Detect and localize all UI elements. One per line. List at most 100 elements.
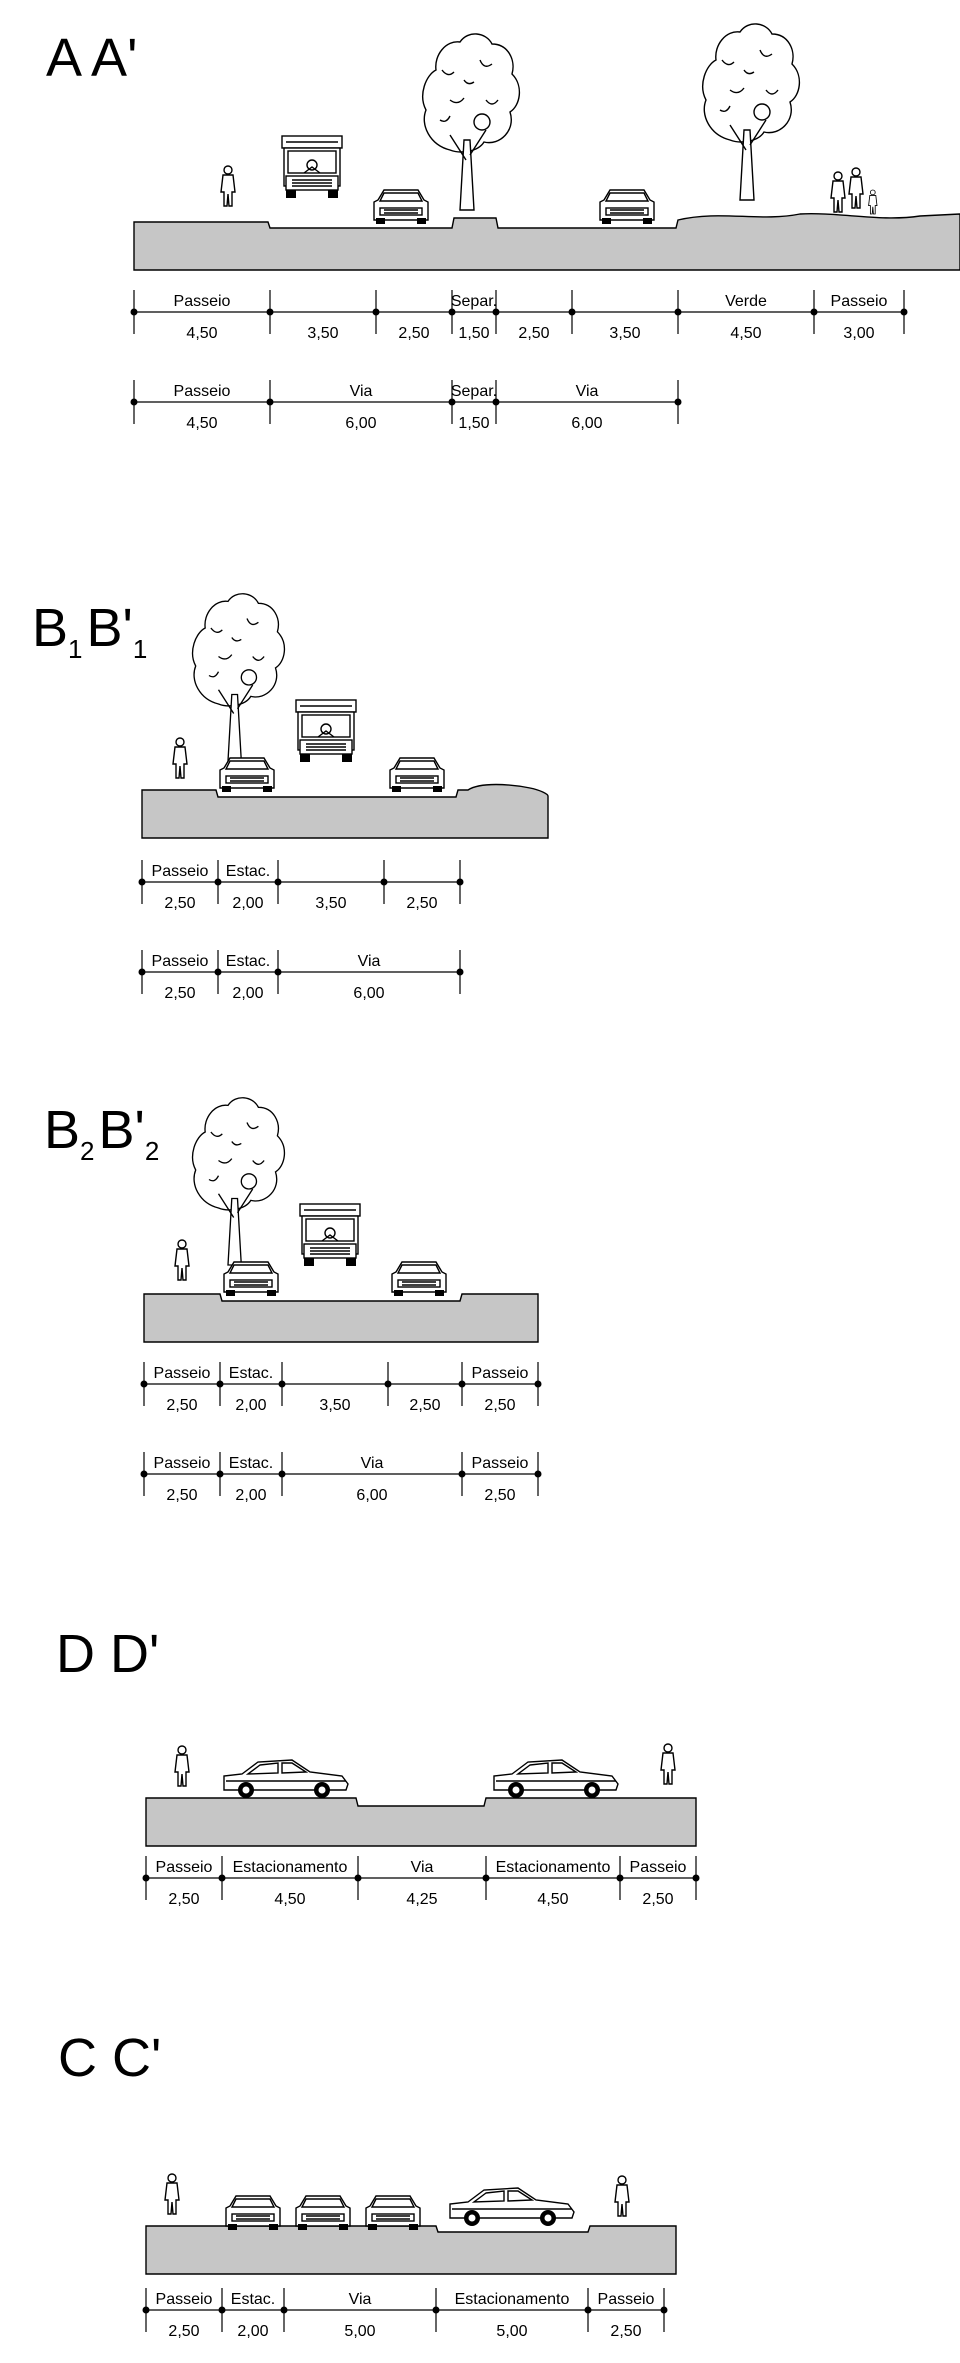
dimension-dot <box>218 2306 226 2314</box>
dimension-dot <box>138 968 146 976</box>
segment-width-value: 5,00 <box>496 2323 527 2340</box>
segment-width-value: 3,50 <box>315 895 346 912</box>
dimension-dot <box>384 1380 392 1388</box>
truck-icon <box>281 135 343 199</box>
segment-width-value: 2,50 <box>398 325 429 342</box>
dimension-dot <box>130 308 138 316</box>
segment-width-value: 2,50 <box>168 1891 199 1908</box>
tree-icon <box>702 23 801 201</box>
car-icon <box>389 757 445 793</box>
dimension-dot <box>274 968 282 976</box>
segment-width-value: 2,00 <box>232 895 263 912</box>
dimension-dot <box>278 1470 286 1478</box>
segment-label: Passeio <box>598 2291 655 2308</box>
segment-label: Passeio <box>174 293 231 310</box>
dimension-dot <box>482 1874 490 1882</box>
dimension-dot <box>214 878 222 886</box>
segment-label: Passeio <box>630 1859 687 1876</box>
car-side-icon <box>449 2187 575 2227</box>
dimension-dot <box>534 1380 542 1388</box>
segment-width-value: 2,50 <box>518 325 549 342</box>
segment-width-value: 2,50 <box>642 1891 673 1908</box>
tree-icon <box>191 1097 286 1266</box>
section-title: A A' <box>46 28 137 88</box>
segment-width-value: 2,50 <box>164 895 195 912</box>
car-icon <box>365 2195 421 2231</box>
segment-label: Estac. <box>231 2291 275 2308</box>
dimension-dot <box>140 1380 148 1388</box>
segment-label: Via <box>411 1859 434 1876</box>
car-icon <box>295 2195 351 2231</box>
dimension-dot <box>432 2306 440 2314</box>
dimension-dot <box>568 308 576 316</box>
road-profile <box>145 1797 697 1847</box>
road-profile <box>143 1293 539 1343</box>
segment-label: Via <box>361 1455 384 1472</box>
segment-label: Separ. <box>451 383 497 400</box>
dimension-dot <box>456 878 464 886</box>
segment-width-value: 6,00 <box>353 985 384 1002</box>
segment-width-value: 1,50 <box>458 325 489 342</box>
dimension-dot <box>492 398 500 406</box>
dimension-dot <box>616 1874 624 1882</box>
car-icon <box>225 2195 281 2231</box>
pedestrian-icon <box>174 1239 190 1281</box>
dimension-dot <box>456 968 464 976</box>
segment-width-value: 2,00 <box>235 1487 266 1504</box>
dimension-dot <box>142 2306 150 2314</box>
segment-label: Estac. <box>226 953 270 970</box>
road-profile <box>133 213 960 271</box>
dimension-dot <box>266 398 274 406</box>
segment-width-value: 1,50 <box>458 415 489 432</box>
segment-label: Separ. <box>451 293 497 310</box>
dimension-dot <box>372 308 380 316</box>
dimension-dot <box>216 1470 224 1478</box>
section-title: B1B'1 <box>32 598 147 664</box>
segment-width-value: 2,50 <box>166 1397 197 1414</box>
segment-width-value: 4,50 <box>537 1891 568 1908</box>
segment-label: Estacionamento <box>455 2291 570 2308</box>
segment-width-value: 3,50 <box>609 325 640 342</box>
dimension-dot <box>138 878 146 886</box>
dimension-dot <box>214 968 222 976</box>
section-title: C C' <box>58 2028 161 2088</box>
tree-icon <box>422 33 521 211</box>
segment-width-value: 5,00 <box>344 2323 375 2340</box>
dimension-row: Passeio2,50Estac.2,00Via5,00Estacionamen… <box>142 2288 668 2340</box>
section-cc: C C' Passeio2,50Estac.2,00Via5,00Estacio… <box>58 2028 677 2340</box>
segment-label: Passeio <box>154 1455 211 1472</box>
pedestrian-icon <box>164 2173 180 2215</box>
segment-label: Estac. <box>229 1455 273 1472</box>
segment-label: Passeio <box>831 293 888 310</box>
dimension-dot <box>660 2306 668 2314</box>
segment-width-value: 4,50 <box>730 325 761 342</box>
segment-width-value: 2,50 <box>164 985 195 1002</box>
segment-label: Passeio <box>156 2291 213 2308</box>
dimension-dot <box>692 1874 700 1882</box>
section-title: D D' <box>56 1624 159 1684</box>
car-side-icon <box>223 1759 349 1799</box>
tree-icon <box>191 593 286 762</box>
segment-width-value: 2,50 <box>409 1397 440 1414</box>
segment-width-value: 6,00 <box>571 415 602 432</box>
segment-label: Passeio <box>152 953 209 970</box>
segment-label: Estacionamento <box>233 1859 348 1876</box>
car-icon <box>373 189 429 225</box>
pedestrian-icon <box>174 1745 190 1787</box>
pedestrian-icon <box>220 165 236 207</box>
dimension-dot <box>218 1874 226 1882</box>
dimension-dot <box>130 398 138 406</box>
dimension-dot <box>458 1380 466 1388</box>
segment-width-value: 3,50 <box>307 325 338 342</box>
dimension-dot <box>216 1380 224 1388</box>
dimension-dot <box>274 878 282 886</box>
segment-width-value: 4,50 <box>186 325 217 342</box>
truck-icon <box>299 1203 361 1267</box>
